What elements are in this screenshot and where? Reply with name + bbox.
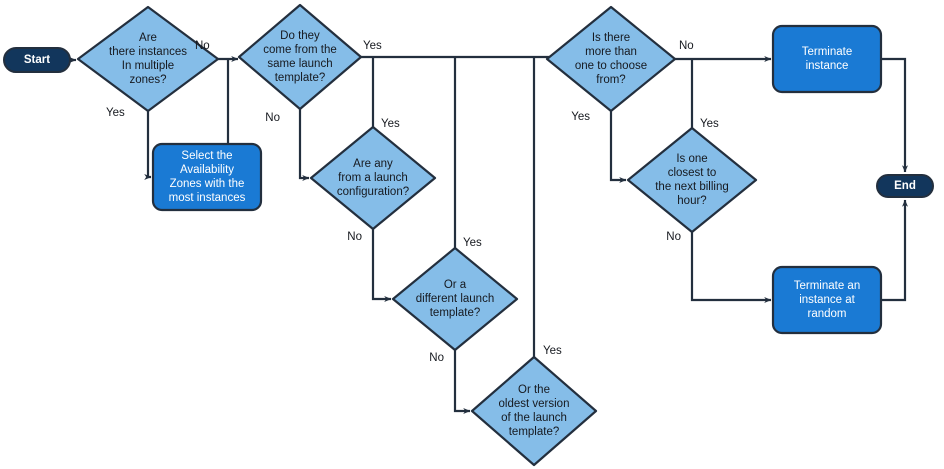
start-node-label: Start (24, 54, 50, 66)
edge-d7-no-to-p3 (690, 232, 772, 303)
end-node-label: End (894, 180, 916, 192)
edge-label-d7-yes: Yes (700, 118, 719, 130)
edge-label-d2-no: No (265, 112, 280, 124)
start-node[interactable]: Start (3, 47, 71, 73)
decision-oldest-version-launch-template-shape (470, 355, 598, 467)
edge-d1-yes-to-p1 (144, 111, 152, 180)
decision-launch-configuration-shape (309, 125, 437, 231)
edge-d3-no-to-d4 (371, 229, 392, 302)
end-node-shape (876, 174, 934, 198)
edge-label-d7-no: No (666, 231, 681, 243)
edge-label-d6-yes: Yes (571, 111, 590, 123)
edge-label-d3-no: No (347, 231, 362, 243)
edge-label-d2-yes: Yes (363, 40, 382, 52)
edge-label-d3-yes: Yes (381, 118, 400, 130)
decision-closest-next-billing-hour-shape (626, 126, 758, 234)
process-terminate-instance-shape (771, 24, 883, 94)
edges-layer (69, 53, 909, 414)
process-terminate-instance-at-random-shape (771, 265, 883, 335)
decision-more-than-one-to-choose-shape (545, 5, 677, 113)
decision-different-launch-template-shape (391, 246, 519, 352)
edge-d4-no-to-d5 (453, 350, 471, 414)
edge-label-d6-no: No (679, 40, 694, 52)
decision-multiple-zones-shape (76, 5, 220, 113)
edge-label-d5-yes: Yes (543, 345, 562, 357)
edge-d2-no-to-d3 (298, 109, 310, 181)
edge-label-d4-yes: Yes (463, 237, 482, 249)
edge-label-d1-no: No (195, 40, 210, 52)
process-select-availability-zones-shape (151, 142, 263, 212)
edge-p2-to-end (881, 57, 909, 173)
edge-p3-to-end (881, 199, 908, 302)
end-node[interactable]: End (876, 174, 934, 198)
start-node-shape (3, 47, 71, 73)
edge-d6-yes-to-d7 (609, 111, 627, 183)
edge-label-d1-yes: Yes (106, 107, 125, 119)
edge-label-d4-no: No (429, 352, 444, 364)
decision-same-launch-template-shape (237, 3, 363, 111)
